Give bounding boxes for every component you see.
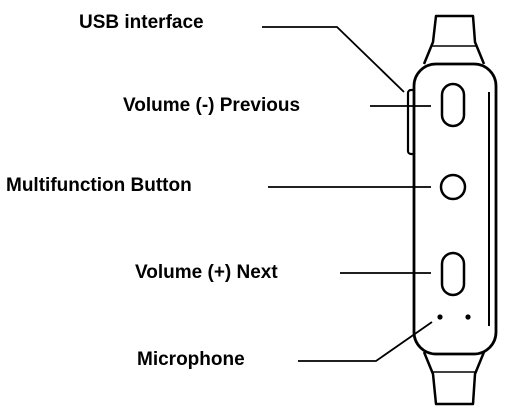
microphone-leader-line [298,321,433,362]
volume-plus-label: Volume (+) Next [135,262,278,283]
usb-leader-line [262,26,405,93]
volume-minus-label: Volume (-) Previous [123,95,301,116]
remote-body [412,62,498,356]
volume-plus-button[interactable] [440,251,466,297]
bottom-cable-strain-relief [422,351,486,406]
multifunction-button[interactable] [439,173,467,201]
usb-interface-label: USB interface [79,12,204,33]
microphone-hole-right [465,314,471,320]
top-cable-strain-relief [422,14,486,65]
microphone-hole-left [437,314,443,320]
microphone-label: Microphone [137,349,245,370]
volume-minus-button[interactable] [440,82,466,128]
multifunction-label: Multifunction Button [6,175,192,196]
